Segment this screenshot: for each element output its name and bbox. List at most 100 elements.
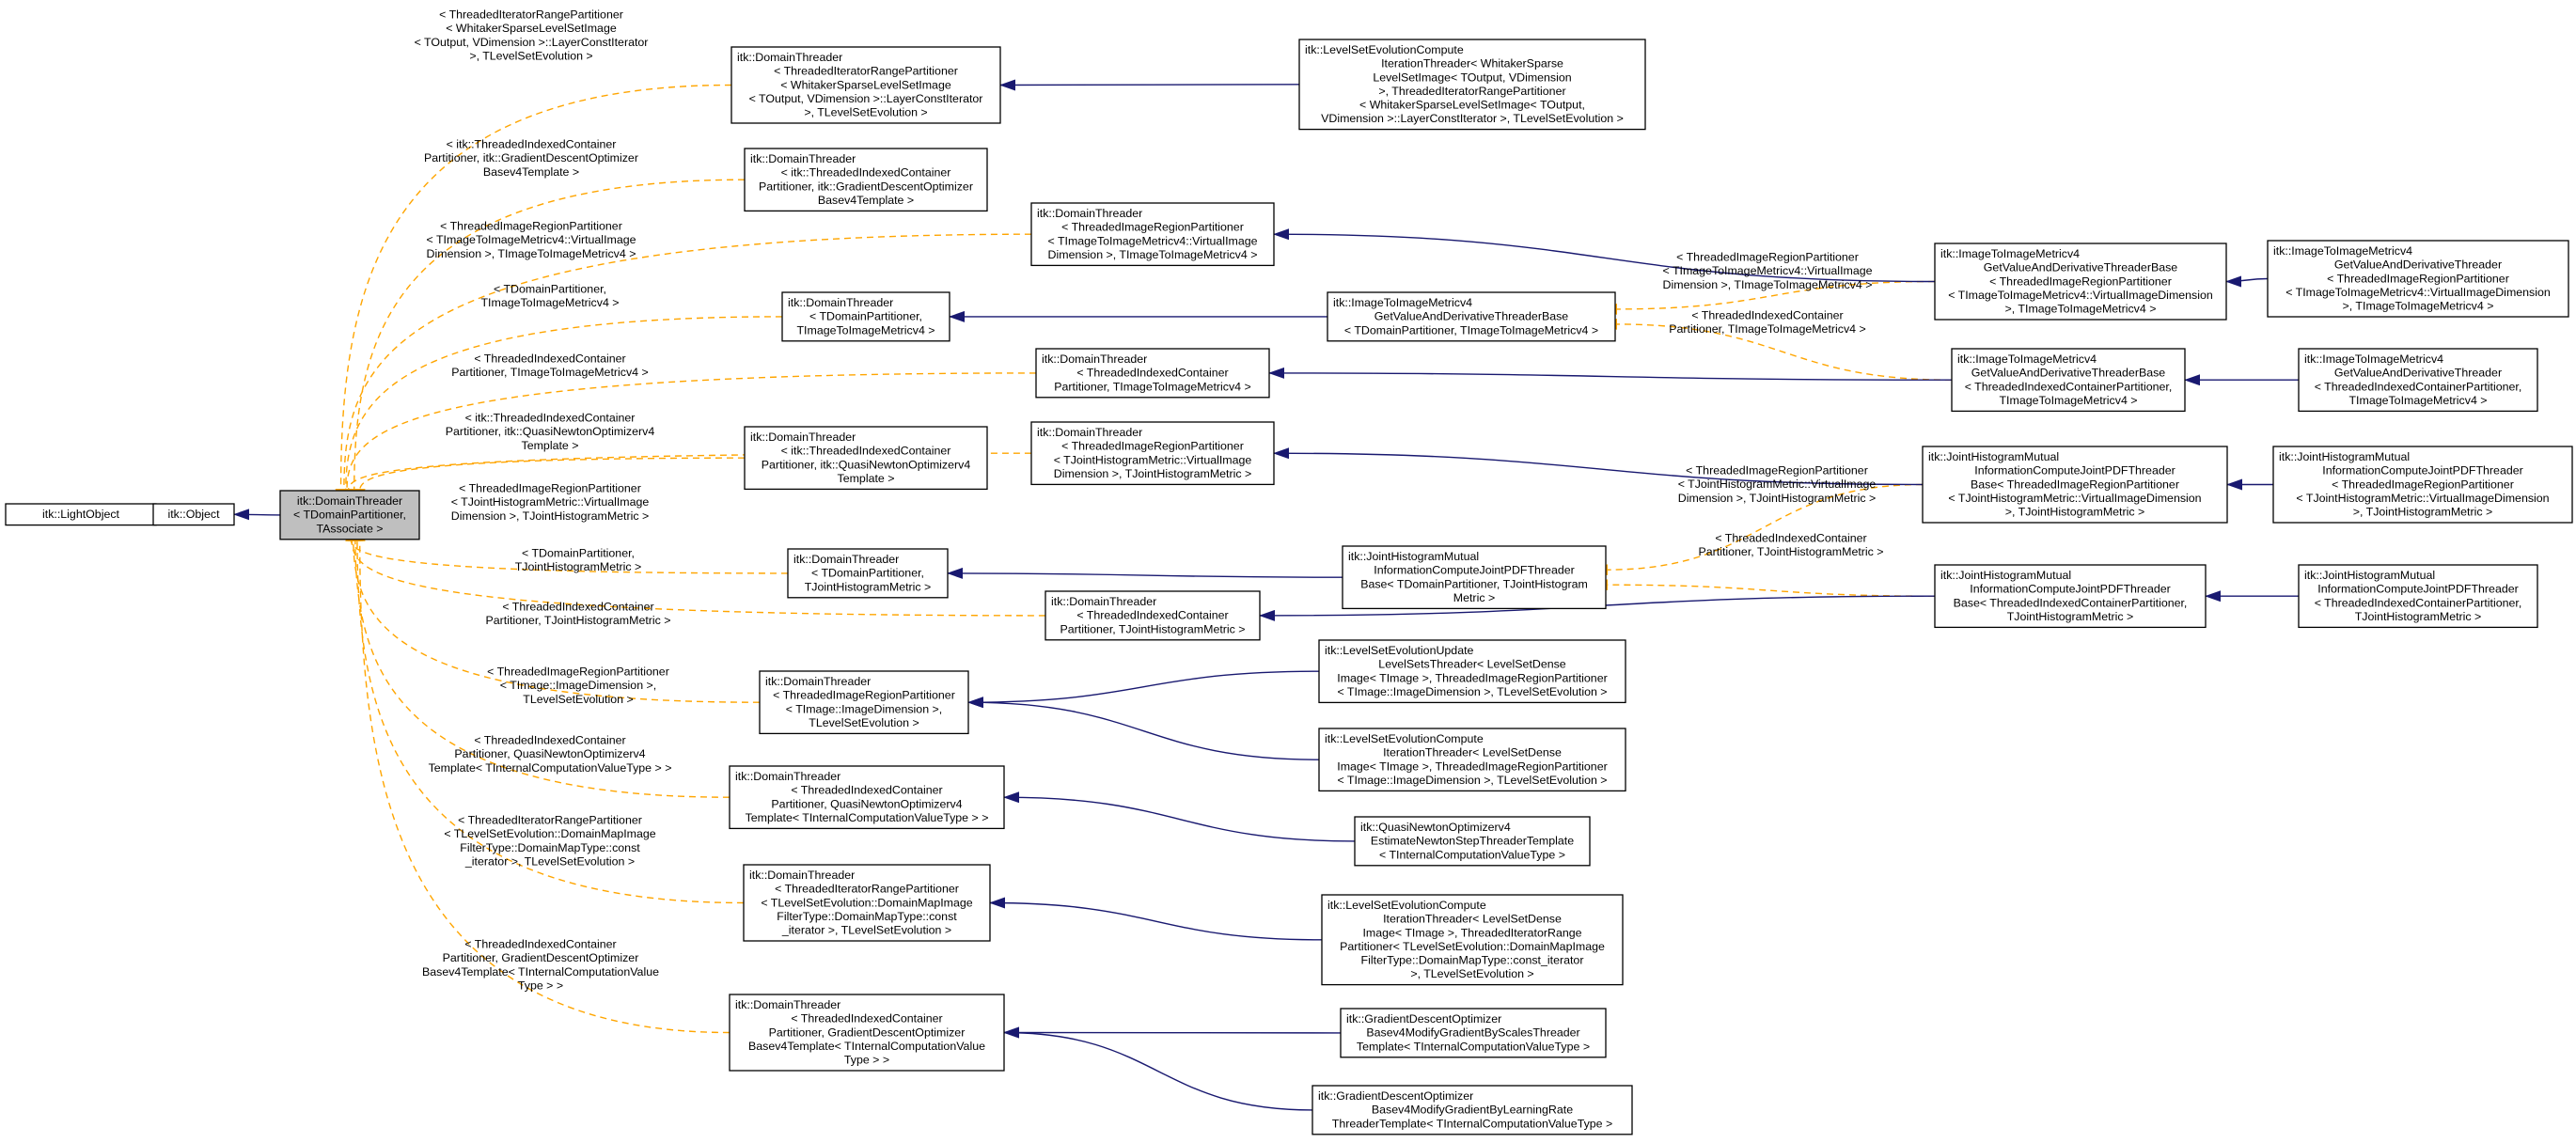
class-node-box[interactable] xyxy=(1951,348,2186,413)
class-node-dt4[interactable]: itk::DomainThreader< TDomainPartitioner,… xyxy=(781,291,950,342)
class-node-dt11[interactable]: itk::DomainThreader< ThreadedIndexedCont… xyxy=(729,765,1005,830)
class-node-text: itk::JointHistogramMutual xyxy=(1928,450,2059,463)
class-node-text: >, TLevelSetEvolution > xyxy=(1410,967,1533,980)
template-edge xyxy=(339,316,783,505)
template-argument-label: Basev4Template > xyxy=(483,165,579,179)
class-node-box[interactable] xyxy=(1312,1085,1633,1135)
class-node-text: Template > xyxy=(838,472,895,485)
class-node-dt12[interactable]: itk::DomainThreader< ThreadedIteratorRan… xyxy=(743,864,991,942)
class-node-box[interactable] xyxy=(730,46,1001,124)
class-node-ls2[interactable]: itk::LevelSetEvolutionUpdateLevelSetsThr… xyxy=(1318,639,1626,704)
template-argument-label: Partitioner, QuasiNewtonOptimizerv4 xyxy=(454,747,645,760)
edge-labels: < ThreadedIteratorRangePartitioner< Whit… xyxy=(415,8,1884,993)
class-node-dt5[interactable]: itk::DomainThreader< ThreadedIndexedCont… xyxy=(1035,348,1270,399)
class-node-text: GetValueAndDerivativeThreaderBase xyxy=(1984,261,2178,274)
class-node-text: itk::DomainThreader xyxy=(735,998,840,1011)
class-node-text: InformationComputeJointPDFThreader xyxy=(1374,564,1575,577)
class-node-box[interactable] xyxy=(2272,446,2573,524)
class-node-box[interactable] xyxy=(1318,728,1626,792)
class-node-ls4[interactable]: itk::LevelSetEvolutionComputeIterationTh… xyxy=(1321,894,1624,986)
class-node-text: IterationThreader< LevelSetDense xyxy=(1383,746,1562,759)
class-node-dt1[interactable]: itk::DomainThreader< ThreadedIteratorRan… xyxy=(730,46,1001,124)
class-node-j2[interactable]: itk::JointHistogramMutualInformationComp… xyxy=(1934,564,2207,629)
template-edge xyxy=(348,179,746,505)
class-node-m2[interactable]: itk::ImageToImageMetricv4GetValueAndDeri… xyxy=(1951,348,2186,413)
class-node-object[interactable]: itk::Object xyxy=(152,503,235,526)
class-node-text: VDimension >::LayerConstIterator >, TLev… xyxy=(1321,112,1624,125)
class-node-box[interactable] xyxy=(729,994,1005,1072)
template-argument-label: < ThreadedIndexedContainer xyxy=(464,938,616,951)
class-node-m0[interactable]: itk::ImageToImageMetricv4GetValueAndDeri… xyxy=(1327,291,1616,342)
template-argument-label: Basev4Template< TInternalComputationValu… xyxy=(422,965,659,979)
template-argument-label: < TLevelSetEvolution::DomainMapImage xyxy=(444,827,655,840)
class-node-box[interactable] xyxy=(2267,240,2569,318)
class-node-box[interactable] xyxy=(744,426,988,491)
class-node-text: TImageToImageMetricv4 > xyxy=(796,323,935,337)
class-node-m1[interactable]: itk::ImageToImageMetricv4GetValueAndDeri… xyxy=(1934,243,2227,321)
class-node-j2c[interactable]: itk::JointHistogramMutualInformationComp… xyxy=(2298,564,2538,629)
class-node-ls1[interactable]: itk::LevelSetEvolutionComputeIterationTh… xyxy=(1298,39,1646,131)
class-node-m1c[interactable]: itk::ImageToImageMetricv4GetValueAndDeri… xyxy=(2267,240,2569,318)
class-node-dt10[interactable]: itk::DomainThreader< ThreadedImageRegion… xyxy=(759,670,969,735)
class-node-text: < ThreadedIndexedContainerPartitioner, xyxy=(2315,596,2522,609)
class-node-box[interactable] xyxy=(1327,291,1616,342)
class-node-box[interactable] xyxy=(787,548,949,599)
class-node-j1c[interactable]: itk::JointHistogramMutualInformationComp… xyxy=(2272,446,2573,524)
template-edge xyxy=(340,372,1037,505)
class-node-box[interactable] xyxy=(759,670,969,735)
template-edge xyxy=(1592,483,1924,576)
class-node-text: itk::Object xyxy=(167,508,220,521)
class-node-text: itk::GradientDescentOptimizer xyxy=(1346,1012,1501,1026)
class-node-box[interactable] xyxy=(1035,348,1270,399)
class-node-dt8[interactable]: itk::DomainThreader< TDomainPartitioner,… xyxy=(787,548,949,599)
class-node-dt6[interactable]: itk::DomainThreader< itk::ThreadedIndexe… xyxy=(744,426,988,491)
class-node-dt9[interactable]: itk::DomainThreader< ThreadedIndexedCont… xyxy=(1045,590,1261,641)
class-node-box[interactable] xyxy=(1342,545,1607,610)
class-node-box[interactable] xyxy=(1030,421,1275,486)
template-argument-label: < ThreadedIteratorRangePartitioner xyxy=(458,814,642,827)
class-node-box[interactable] xyxy=(1934,564,2207,629)
class-node-lightobject[interactable]: itk::LightObject xyxy=(5,503,157,526)
class-node-box[interactable] xyxy=(279,490,420,540)
class-node-box[interactable] xyxy=(1030,202,1275,267)
class-node-text: Partitioner, GradientDescentOptimizer xyxy=(769,1026,966,1039)
class-node-gd2[interactable]: itk::GradientDescentOptimizerBasev4Modif… xyxy=(1312,1085,1633,1135)
class-node-ls3[interactable]: itk::LevelSetEvolutionComputeIterationTh… xyxy=(1318,728,1626,792)
class-node-m2c[interactable]: itk::ImageToImageMetricv4GetValueAndDeri… xyxy=(2298,348,2538,413)
class-node-gd1[interactable]: itk::GradientDescentOptimizerBasev4Modif… xyxy=(1340,1008,1607,1058)
class-node-box[interactable] xyxy=(1318,639,1626,704)
class-node-dt13[interactable]: itk::DomainThreader< ThreadedIndexedCont… xyxy=(729,994,1005,1072)
class-node-dt[interactable]: itk::DomainThreader< TDomainPartitioner,… xyxy=(279,490,420,540)
class-node-qn[interactable]: itk::QuasiNewtonOptimizerv4EstimateNewto… xyxy=(1354,816,1591,867)
class-node-text: itk::LevelSetEvolutionCompute xyxy=(1327,899,1486,912)
class-node-j0[interactable]: itk::JointHistogramMutualInformationComp… xyxy=(1342,545,1607,610)
class-node-box[interactable] xyxy=(781,291,950,342)
class-node-j1[interactable]: itk::JointHistogramMutualInformationComp… xyxy=(1922,446,2228,524)
class-node-text: Template< TInternalComputationValueType … xyxy=(746,811,989,824)
template-argument-label: < itk::ThreadedIndexedContainer xyxy=(465,412,636,425)
template-argument-label: < TDomainPartitioner, xyxy=(522,547,635,560)
class-node-box[interactable] xyxy=(1045,590,1261,641)
class-node-box[interactable] xyxy=(152,503,235,526)
class-node-box[interactable] xyxy=(1321,894,1624,986)
class-node-box[interactable] xyxy=(744,148,988,212)
inheritance-edge xyxy=(947,567,1343,579)
class-node-dt2[interactable]: itk::DomainThreader< itk::ThreadedIndexe… xyxy=(744,148,988,212)
class-node-text: < TDomainPartitioner, xyxy=(811,567,924,580)
class-node-dt7[interactable]: itk::DomainThreader< ThreadedImageRegion… xyxy=(1030,421,1275,486)
class-node-text: itk::LevelSetEvolutionCompute xyxy=(1305,43,1464,56)
class-node-box[interactable] xyxy=(2298,564,2538,629)
template-edge xyxy=(335,84,732,505)
class-node-box[interactable] xyxy=(743,864,991,942)
inheritance-edge xyxy=(989,897,1323,941)
class-node-box[interactable] xyxy=(1298,39,1646,131)
class-node-text: GetValueAndDerivativeThreaderBase xyxy=(1971,367,2166,380)
class-node-box[interactable] xyxy=(1922,446,2228,524)
class-node-box[interactable] xyxy=(1934,243,2227,321)
class-node-dt3[interactable]: itk::DomainThreader< ThreadedImageRegion… xyxy=(1030,202,1275,267)
class-node-box[interactable] xyxy=(729,765,1005,830)
class-node-box[interactable] xyxy=(2298,348,2538,413)
class-node-box[interactable] xyxy=(1354,816,1591,867)
class-node-box[interactable] xyxy=(1340,1008,1607,1058)
